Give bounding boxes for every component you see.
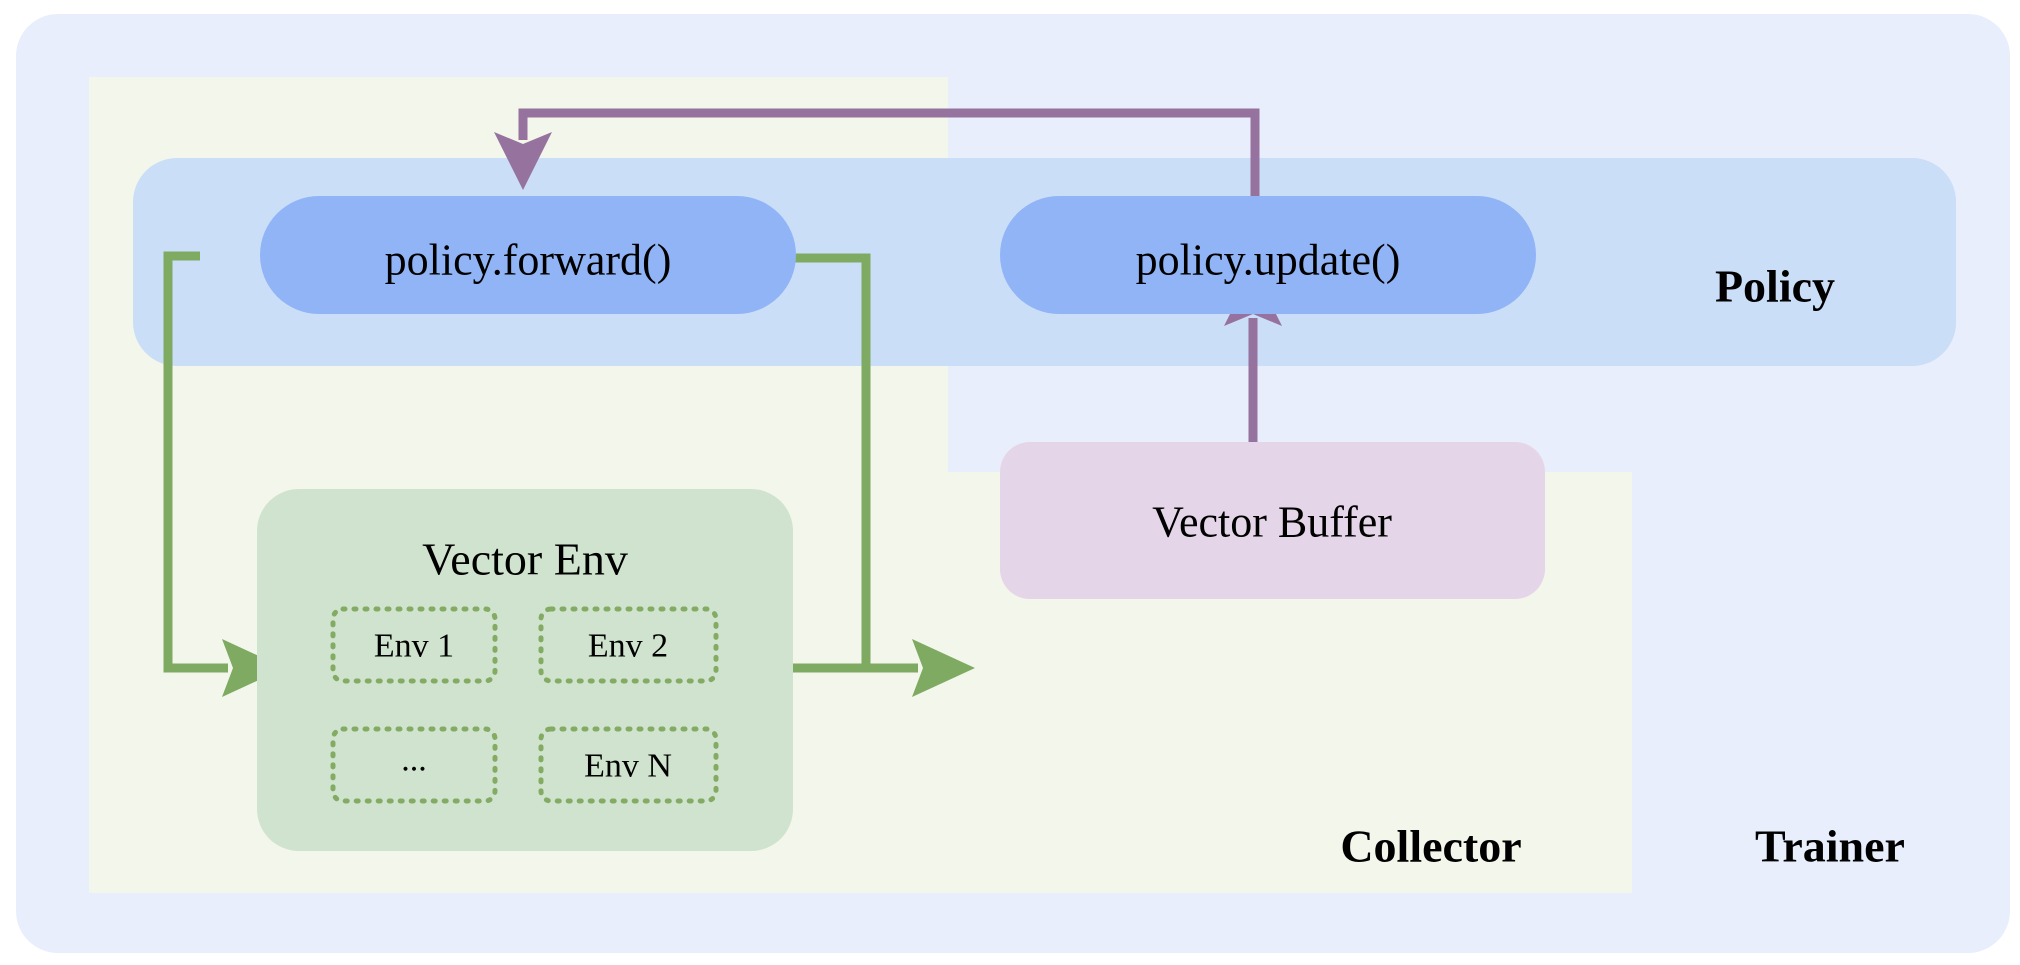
env-box-1[interactable]: Env 1 bbox=[330, 606, 498, 684]
vector-buffer-label: Vector Buffer bbox=[1152, 498, 1392, 547]
edge-update-to-forward bbox=[494, 108, 1260, 196]
policy-forward-node[interactable]: policy.forward() bbox=[260, 196, 796, 314]
policy-group-label: Policy bbox=[1715, 261, 1835, 312]
vector-buffer-node[interactable]: Vector Buffer bbox=[1000, 442, 1545, 599]
env-label-2: Env 2 bbox=[588, 628, 668, 665]
env-label-1: Env 1 bbox=[374, 628, 454, 665]
vector-env-title: Vector Env bbox=[422, 534, 628, 585]
env-label-ellipsis: ... bbox=[401, 742, 427, 779]
collector-group-label: Collector bbox=[1340, 821, 1521, 872]
arrowhead-green-to-buffer bbox=[912, 639, 975, 697]
env-box-2[interactable]: Env 2 bbox=[538, 606, 719, 684]
trainer-group-label: Trainer bbox=[1755, 821, 1905, 872]
arrowhead-purple-to-forward bbox=[494, 132, 552, 190]
vector-env-node[interactable]: Vector Env Env 1 Env 2 ... Env N bbox=[257, 489, 793, 851]
policy-update-label: policy.update() bbox=[1136, 236, 1401, 285]
env-label-n: Env N bbox=[584, 748, 672, 785]
env-box-n[interactable]: Env N bbox=[538, 726, 719, 804]
policy-update-node[interactable]: policy.update() bbox=[1000, 196, 1536, 314]
env-box-ellipsis[interactable]: ... bbox=[330, 726, 498, 804]
arrowhead-green-to-env bbox=[222, 639, 285, 697]
edge-forward-to-env bbox=[163, 251, 285, 697]
policy-forward-label: policy.forward() bbox=[385, 236, 672, 285]
